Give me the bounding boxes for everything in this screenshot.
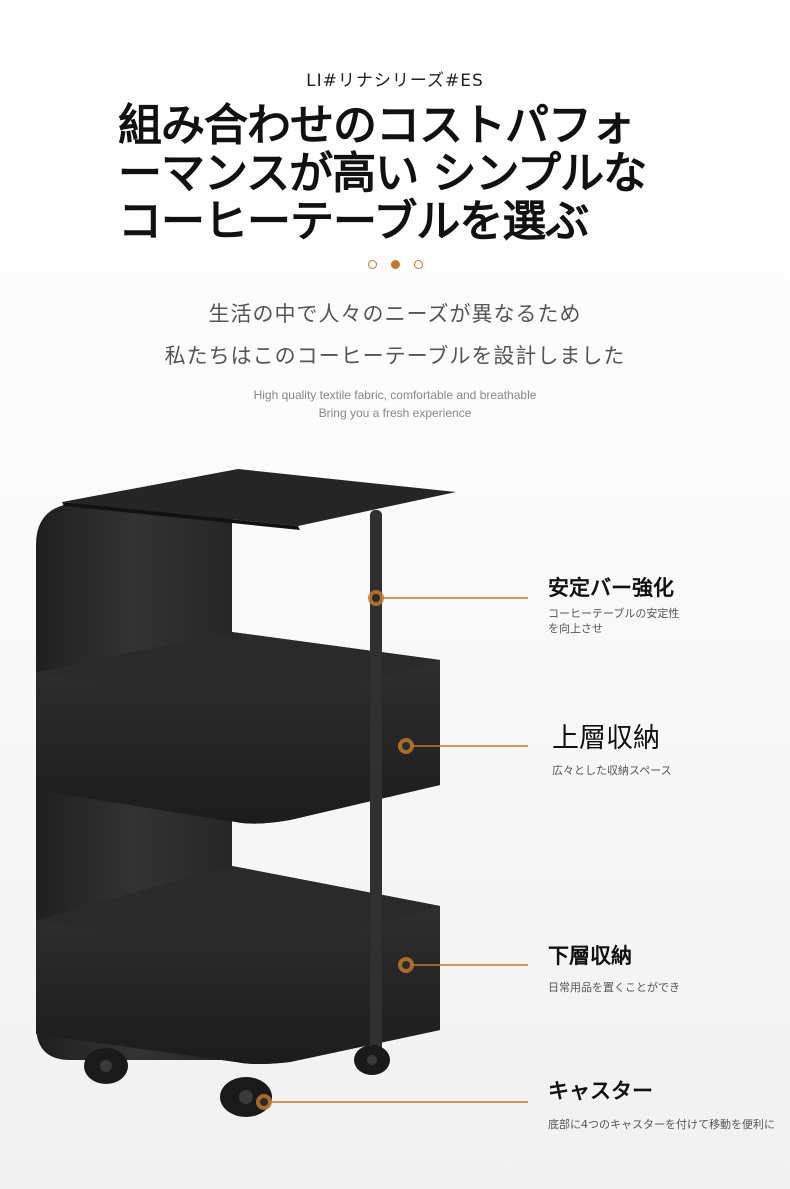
headline-line-2: ーマンスが高い シンプルな [118, 148, 647, 199]
english-line-2: Bring you a fresh experience [318, 406, 472, 420]
callout-title: キャスター [548, 1079, 653, 1103]
callout-desc-line: を向上させ [548, 622, 603, 635]
callout-description: 日常用品を置くことができ [548, 980, 680, 995]
callout-lower-storage: 下層収納 日常用品を置くことができ [548, 940, 680, 995]
callout-description: 底部に4つのキャスターを付けて移動を便利に [548, 1117, 775, 1132]
callout-description: 広々とした収納スペース [552, 763, 672, 778]
callout-desc-line: 底部に4つのキャスターを付けて移動を便利に [548, 1118, 775, 1131]
subtitle-line-2: 私たちはこのコーヒーテーブルを設計しました [164, 344, 626, 368]
headline: 組み合わせのコストパフォ ーマンスが高い シンプルな コーヒーテーブルを選ぶ [118, 102, 718, 246]
callout-desc-line: コーヒーテーブルの安定性 [548, 607, 680, 620]
callout-casters: キャスター 底部に4つのキャスターを付けて移動を便利に [548, 1075, 775, 1132]
english-line-1: High quality textile fabric, comfortable… [253, 388, 537, 402]
pagination-dot[interactable] [367, 260, 377, 269]
callout-desc-line: 日常用品を置くことができ [548, 981, 680, 994]
callout-markers [256, 590, 414, 1110]
headline-line-1: 組み合わせのコストパフォ [118, 100, 635, 151]
callout-title: 安定バー強化 [548, 576, 674, 600]
headline-line-3: コーヒーテーブルを選ぶ [118, 196, 589, 247]
caster-wheels [84, 1045, 390, 1117]
callout-title: 下層収納 [548, 944, 632, 968]
callout-stabilizer-bar: 安定バー強化 コーヒーテーブルの安定性 を向上させ [548, 572, 679, 636]
callout-description: コーヒーテーブルの安定性 を向上させ [548, 606, 679, 636]
subtitle-line-1: 生活の中で人々のニーズが異なるため [208, 302, 582, 326]
upper-tray [36, 660, 440, 824]
pagination-dot[interactable] [413, 260, 423, 269]
tabletop [62, 469, 456, 526]
stabilizer-bar [370, 510, 382, 1058]
pagination-dot-active[interactable] [390, 260, 400, 269]
callout-upper-storage: 上層収納 広々とした収納スペース [552, 716, 672, 778]
callout-connectors [264, 597, 528, 1103]
lower-tray [36, 906, 440, 1064]
pagination-dots [0, 260, 790, 269]
callout-title: 上層収納 [552, 723, 660, 754]
callout-desc-line: 広々とした収納スペース [552, 764, 672, 777]
series-label: LI#リナシリーズ#ES [306, 71, 484, 91]
